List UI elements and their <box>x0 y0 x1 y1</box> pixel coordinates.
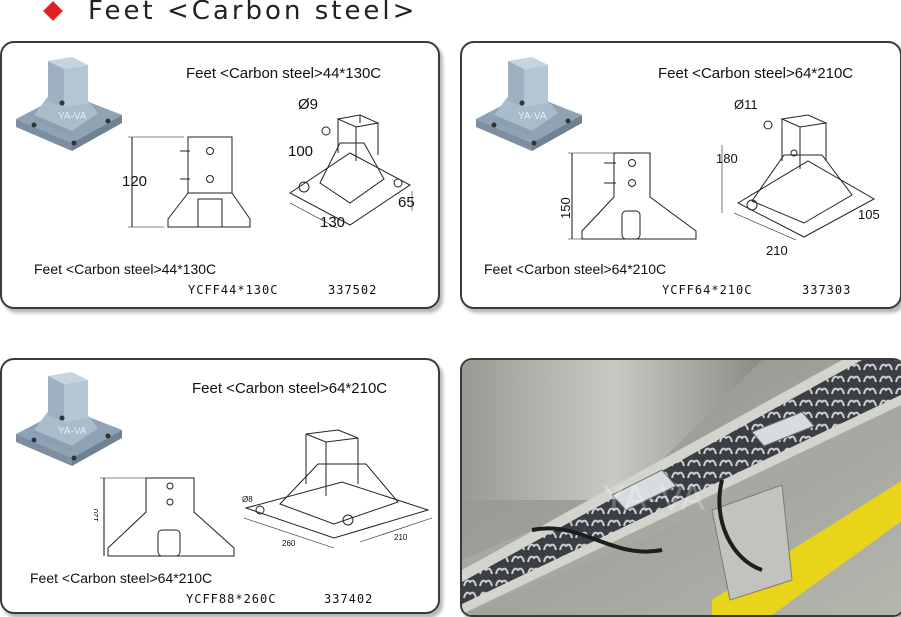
svg-text:130: 130 <box>320 214 345 231</box>
iso-view-drawing: Ø8 260 210 <box>242 429 433 549</box>
page-header: Feet <Carbon steel> <box>40 0 417 28</box>
svg-text:65: 65 <box>398 194 415 211</box>
dim-hole: Ø9 <box>298 96 318 113</box>
front-view-drawing <box>128 136 251 228</box>
svg-text:100: 100 <box>288 143 313 160</box>
dim-hole: Ø11 <box>734 97 758 112</box>
svg-text:120: 120 <box>122 173 147 190</box>
front-view-drawing: 120 <box>94 477 235 557</box>
iso-view-drawing <box>721 114 876 240</box>
dim-width: 210 <box>766 243 788 258</box>
part-number: 337502 <box>328 283 378 297</box>
product-code: YCFF88*260C <box>186 592 277 606</box>
product-card-88x260: YA-VA Feet <Carbon steel>64*210C 120 Ø8 … <box>0 358 440 614</box>
svg-text:Ø9: Ø9 <box>298 96 318 113</box>
card-title: Feet <Carbon steel>44*130C <box>186 65 382 82</box>
conveyor-photo: YA-VA <box>460 358 901 617</box>
svg-text:180: 180 <box>716 151 738 166</box>
svg-text:150: 150 <box>558 197 573 219</box>
dim-side: 65 <box>398 194 415 211</box>
part-number: 337402 <box>324 592 374 606</box>
dim-height: 120 <box>122 173 147 190</box>
card-title: Feet <Carbon steel>64*210C <box>658 65 854 82</box>
dim-width: 130 <box>320 214 345 231</box>
product-code: YCFF64*210C <box>662 283 753 297</box>
dim-depth: 180 <box>716 151 738 166</box>
svg-text:Ø11: Ø11 <box>734 97 758 112</box>
svg-text:120: 120 <box>94 508 100 522</box>
card-caption: Feet <Carbon steel>64*210C <box>30 570 213 586</box>
svg-text:210: 210 <box>394 533 408 542</box>
svg-text:YA-VA: YA-VA <box>58 111 87 122</box>
part-number: 337303 <box>802 283 852 297</box>
dim-depth: 100 <box>288 143 313 160</box>
svg-text:YA-VA: YA-VA <box>518 111 547 122</box>
iso-view-drawing <box>289 114 413 228</box>
card-title: Feet <Carbon steel>64*210C <box>192 380 388 397</box>
page-title: Feet <Carbon steel> <box>88 0 418 26</box>
card-caption: Feet <Carbon steel>44*130C <box>34 261 217 277</box>
svg-text:Ø8: Ø8 <box>242 495 253 504</box>
card-caption: Feet <Carbon steel>64*210C <box>484 261 667 277</box>
svg-text:260: 260 <box>282 539 296 548</box>
diamond-bullet-icon <box>43 1 63 21</box>
foot-3d-render-icon: YA-VA <box>16 372 122 466</box>
foot-3d-render-icon: YA-VA <box>476 57 582 151</box>
svg-text:YA-VA: YA-VA <box>602 477 705 518</box>
dim-height: 150 <box>558 197 573 219</box>
svg-text:105: 105 <box>858 207 880 222</box>
svg-text:YA-VA: YA-VA <box>58 426 87 437</box>
foot-3d-render-icon: YA-VA <box>16 57 122 151</box>
product-code: YCFF44*130C <box>188 283 279 297</box>
dim-side: 105 <box>858 207 880 222</box>
product-card-64x210: YA-VA Feet <Carbon steel>64*210C 150 Ø11… <box>460 41 901 309</box>
front-view-drawing <box>568 152 697 240</box>
conveyor-photo-illustration: YA-VA <box>462 360 901 615</box>
product-card-44x130: YA-VA Feet <Carbon steel>44*130C 120 Ø9 … <box>0 41 440 309</box>
svg-text:210: 210 <box>766 243 788 258</box>
